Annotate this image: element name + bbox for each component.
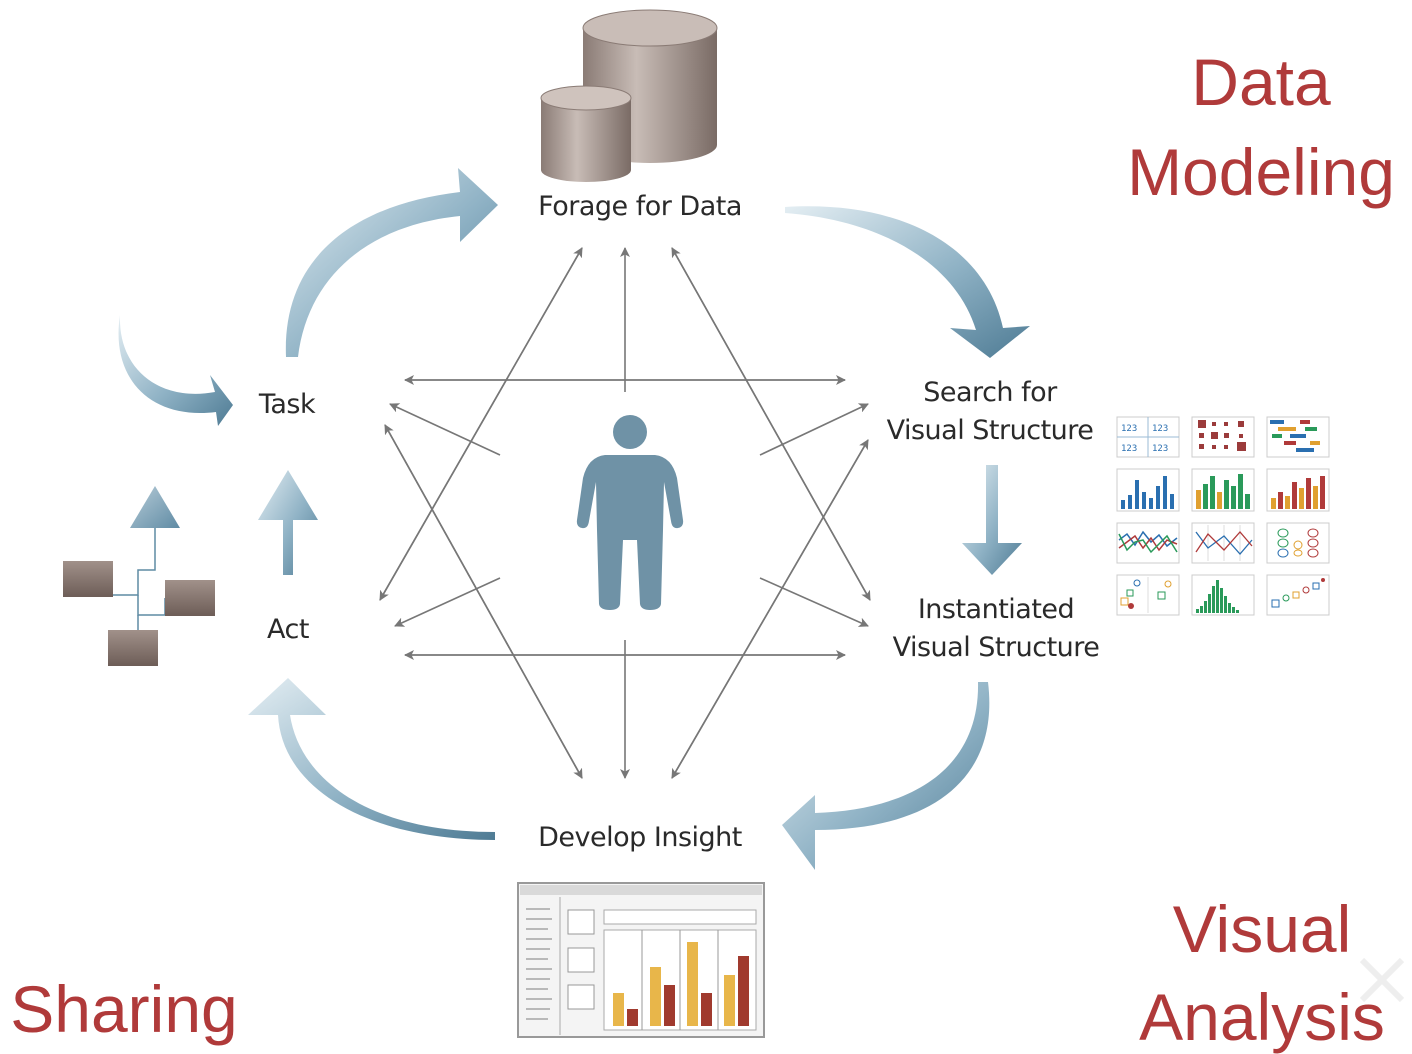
insight-label: Develop Insight bbox=[538, 822, 742, 853]
person-icon bbox=[576, 415, 684, 610]
thumbnail-green-bars bbox=[1191, 468, 1255, 512]
visualization-thumbnails: 123 123 123 123 bbox=[1116, 416, 1330, 616]
task-to-forage-arrow bbox=[285, 168, 498, 357]
incoming-task-arrow bbox=[118, 315, 233, 426]
thumbnail-scatter-b bbox=[1266, 574, 1330, 616]
close-icon[interactable] bbox=[1359, 957, 1405, 1003]
instantiated-label-line1: Instantiated bbox=[918, 594, 1074, 625]
instantiated-label-line2: Visual Structure bbox=[893, 632, 1100, 663]
thumbnail-mixed-bars bbox=[1266, 468, 1330, 512]
thumbnail-matrix bbox=[1191, 416, 1255, 458]
thumbnail-table: 123 123 123 123 bbox=[1116, 416, 1180, 458]
database-icon bbox=[540, 9, 718, 182]
forage-label: Forage for Data bbox=[538, 191, 742, 222]
search-label-line1: Search for bbox=[923, 377, 1058, 408]
insight-to-act-arrow bbox=[248, 678, 495, 840]
act-label: Act bbox=[267, 614, 309, 645]
thumbnail-parallel-lines bbox=[1191, 522, 1255, 564]
thumbnail-glyphs bbox=[1266, 522, 1330, 564]
svg-text:123: 123 bbox=[1152, 424, 1168, 434]
act-to-task-arrow bbox=[258, 470, 318, 575]
instantiated-to-insight-arrow bbox=[782, 682, 990, 870]
task-hierarchy-icon bbox=[63, 486, 215, 666]
forage-to-search-arrow bbox=[785, 206, 1030, 358]
thumbnail-multi-line bbox=[1116, 522, 1180, 564]
svg-text:123: 123 bbox=[1121, 444, 1137, 454]
thumbnail-blue-bars bbox=[1116, 468, 1180, 512]
connector-arrows bbox=[379, 247, 871, 779]
thumbnail-histogram bbox=[1191, 574, 1255, 616]
sharing-label: Sharing bbox=[10, 972, 238, 1046]
cycle-arrows bbox=[118, 168, 1030, 870]
visual-analysis-line2: Analysis bbox=[1139, 980, 1385, 1054]
task-label: Task bbox=[258, 389, 316, 420]
thumbnail-gantt bbox=[1266, 416, 1330, 458]
visual-analysis-line1: Visual bbox=[1173, 892, 1352, 966]
dashboard-icon bbox=[517, 882, 765, 1038]
data-modeling-line2: Modeling bbox=[1127, 135, 1395, 209]
svg-text:123: 123 bbox=[1152, 444, 1168, 454]
svg-text:123: 123 bbox=[1121, 424, 1137, 434]
data-modeling-line1: Data bbox=[1191, 45, 1331, 119]
search-to-instantiated-arrow bbox=[962, 465, 1022, 575]
thumbnail-scatter-a bbox=[1116, 574, 1180, 616]
search-label-line2: Visual Structure bbox=[887, 415, 1094, 446]
